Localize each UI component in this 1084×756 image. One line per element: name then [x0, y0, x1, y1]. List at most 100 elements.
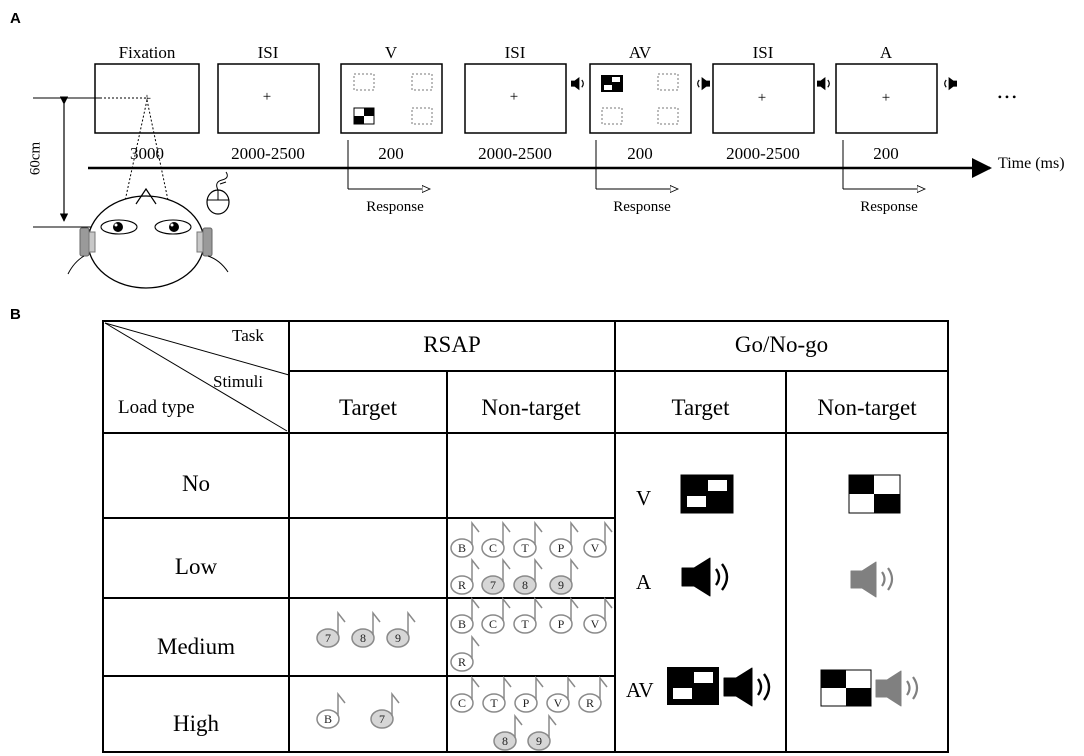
svg-text:P: P: [558, 617, 565, 631]
target-checkerboard-stimulus: [601, 75, 623, 92]
svg-text:C: C: [458, 696, 466, 710]
event-label-av: AV: [628, 43, 652, 62]
svg-text:R: R: [458, 655, 466, 669]
note-stimulus-R: R: [450, 557, 480, 595]
svg-text:T: T: [521, 541, 529, 555]
subheader-rsap-nontarget: Non-target: [481, 395, 581, 420]
svg-text:R: R: [586, 696, 594, 710]
svg-text:8: 8: [502, 734, 508, 748]
target-speaker-icon: [723, 667, 771, 707]
svg-text:+: +: [758, 90, 766, 106]
note-stimulus-V: V: [583, 520, 613, 558]
screen-audiovisual: [589, 63, 692, 134]
nontarget-speaker-icon: [850, 561, 894, 598]
svg-text:R: R: [458, 578, 466, 592]
duration-label: 2000-2500: [726, 144, 800, 163]
checkerboard-stimulus: [353, 107, 375, 125]
duration-label: 2000-2500: [478, 144, 552, 163]
event-label-isi: ISI: [504, 43, 526, 62]
event-label-isi: ISI: [257, 43, 279, 62]
note-stimulus-B: B: [316, 691, 346, 729]
load-label-high: High: [173, 711, 219, 736]
svg-text:+: +: [263, 89, 271, 105]
duration-label: 200: [873, 144, 899, 163]
corner-stimuli-label: Stimuli: [213, 372, 264, 391]
load-label-medium: Medium: [157, 634, 235, 659]
corner-task-label: Task: [232, 326, 264, 345]
screen-isi-2: +: [464, 63, 567, 134]
target-speaker-icon: [681, 557, 729, 597]
svg-text:P: P: [558, 541, 565, 555]
note-stimulus-9: 9: [386, 610, 416, 648]
screen-visual: [340, 63, 443, 134]
load-label-low: Low: [174, 554, 218, 579]
subheader-rsap-target: Target: [339, 395, 397, 420]
svg-text:T: T: [490, 696, 498, 710]
modality-label-v: V: [636, 486, 652, 510]
modality-label-av: AV: [626, 678, 654, 702]
note-stimulus-C: C: [450, 675, 480, 713]
duration-label: 200: [627, 144, 653, 163]
task-header-rsap: RSAP: [423, 332, 481, 357]
svg-text:7: 7: [490, 578, 496, 592]
svg-text:+: +: [143, 91, 151, 107]
distance-label: 60cm: [27, 141, 44, 176]
svg-text:B: B: [324, 712, 332, 726]
note-stimulus-V: V: [583, 596, 613, 634]
time-axis-label: Time (ms): [998, 155, 1065, 172]
speaker-icon: [817, 77, 830, 91]
nontarget-speaker-icon: [875, 670, 919, 707]
target-checkerboard-v: [680, 474, 734, 514]
note-stimulus-7: 7: [370, 691, 400, 729]
response-label: Response: [860, 199, 918, 215]
response-label: Response: [613, 199, 671, 215]
svg-text:B: B: [458, 541, 466, 555]
note-stimulus-7: 7: [481, 557, 511, 595]
svg-text:B: B: [458, 617, 466, 631]
svg-text:7: 7: [379, 712, 385, 726]
svg-text:C: C: [489, 541, 497, 555]
ellipsis: • • •: [997, 90, 1017, 104]
panel-b-label: B: [10, 306, 21, 323]
screen-isi-3: +: [712, 63, 815, 134]
panel-a-label: A: [10, 10, 21, 27]
note-stimulus-B: B: [450, 520, 480, 558]
speaker-icon: [571, 77, 584, 91]
nontarget-checkerboard-av: [820, 669, 872, 707]
corner-load-type-label: Load type: [118, 397, 195, 418]
response-arrow: [595, 140, 678, 189]
mouse-icon: [206, 171, 230, 215]
load-label-no: No: [181, 471, 211, 496]
event-label-fixation: Fixation: [118, 43, 176, 62]
svg-text:C: C: [489, 617, 497, 631]
svg-text:V: V: [554, 696, 563, 710]
note-stimulus-P: P: [549, 596, 579, 634]
svg-text:P: P: [523, 696, 530, 710]
note-stimulus-R: R: [578, 675, 608, 713]
subheader-gonogo-nontarget: Non-target: [817, 395, 917, 420]
svg-text:7: 7: [325, 631, 331, 645]
note-stimulus-8: 8: [493, 713, 523, 751]
note-stimulus-9: 9: [527, 713, 557, 751]
distance-marker: [33, 96, 147, 228]
note-stimulus-R: R: [450, 634, 480, 672]
note-stimulus-C: C: [481, 596, 511, 634]
target-checkerboard-av: [667, 667, 719, 705]
svg-text:9: 9: [536, 734, 542, 748]
svg-text:T: T: [521, 617, 529, 631]
note-stimulus-T: T: [513, 520, 543, 558]
note-stimulus-T: T: [513, 596, 543, 634]
screen-auditory: +: [835, 63, 938, 134]
note-stimulus-T: T: [482, 675, 512, 713]
svg-text:+: +: [510, 89, 518, 105]
task-header-gonogo: Go/No-go: [734, 332, 829, 357]
response-arrow: [347, 140, 430, 189]
note-stimulus-7: 7: [316, 610, 346, 648]
svg-text:+: +: [882, 90, 890, 106]
subheader-gonogo-target: Target: [671, 395, 730, 420]
modality-label-a: A: [636, 570, 652, 594]
note-stimulus-P: P: [514, 675, 544, 713]
svg-text:V: V: [591, 617, 600, 631]
note-stimulus-9: 9: [549, 557, 579, 595]
